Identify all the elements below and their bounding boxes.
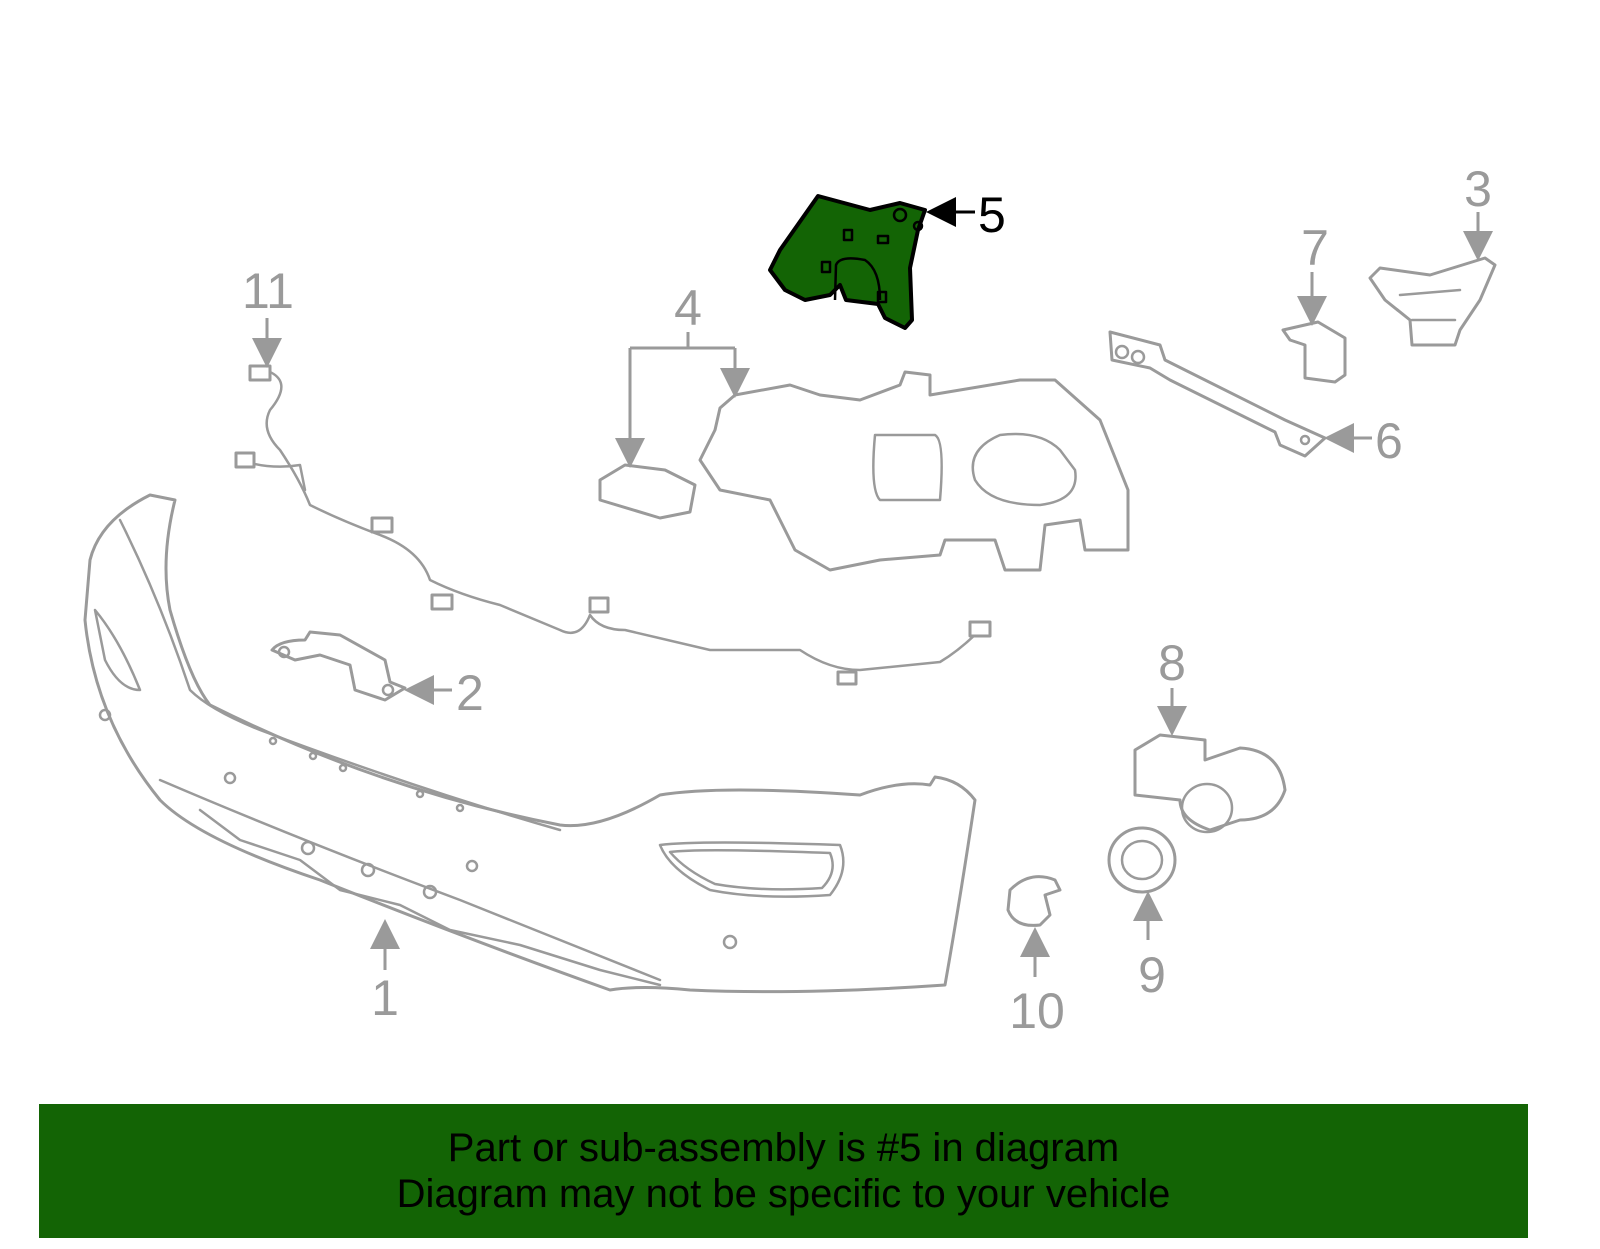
part-11-wiring-harness[interactable] bbox=[234, 364, 992, 686]
part-10-retainer[interactable] bbox=[1006, 875, 1062, 927]
callout-leaders bbox=[252, 197, 1493, 977]
part-2-bracket[interactable] bbox=[270, 630, 407, 702]
banner-line-1: Part or sub-assembly is #5 in diagram bbox=[447, 1126, 1120, 1170]
callout-5[interactable]: 5 bbox=[978, 187, 1006, 243]
callout-3[interactable]: 3 bbox=[1464, 161, 1492, 217]
part-1-bumper-fascia[interactable] bbox=[83, 493, 977, 994]
part-9-grommet[interactable] bbox=[1107, 826, 1177, 894]
callout-1[interactable]: 1 bbox=[371, 970, 399, 1026]
part-7-clip[interactable] bbox=[1281, 320, 1347, 384]
callout-2[interactable]: 2 bbox=[456, 665, 484, 721]
callout-4[interactable]: 4 bbox=[674, 280, 702, 336]
callout-11[interactable]: 11 bbox=[242, 263, 294, 319]
callout-8[interactable]: 8 bbox=[1158, 635, 1186, 691]
callout-9[interactable]: 9 bbox=[1138, 947, 1166, 1003]
callout-6[interactable]: 6 bbox=[1375, 413, 1403, 469]
banner-line-2: Diagram may not be specific to your vehi… bbox=[396, 1172, 1171, 1216]
part-3-side-bracket[interactable] bbox=[1368, 256, 1497, 347]
callout-10[interactable]: 10 bbox=[1009, 983, 1065, 1039]
part-5-bracket-highlighted[interactable] bbox=[768, 194, 927, 330]
info-banner: Part or sub-assembly is #5 in diagram Di… bbox=[39, 1104, 1528, 1238]
part-6-brace[interactable] bbox=[1108, 330, 1327, 458]
part-8-sensor[interactable] bbox=[1133, 733, 1287, 834]
part-4-reinforcement[interactable] bbox=[598, 370, 1130, 572]
callout-7[interactable]: 7 bbox=[1301, 220, 1329, 276]
